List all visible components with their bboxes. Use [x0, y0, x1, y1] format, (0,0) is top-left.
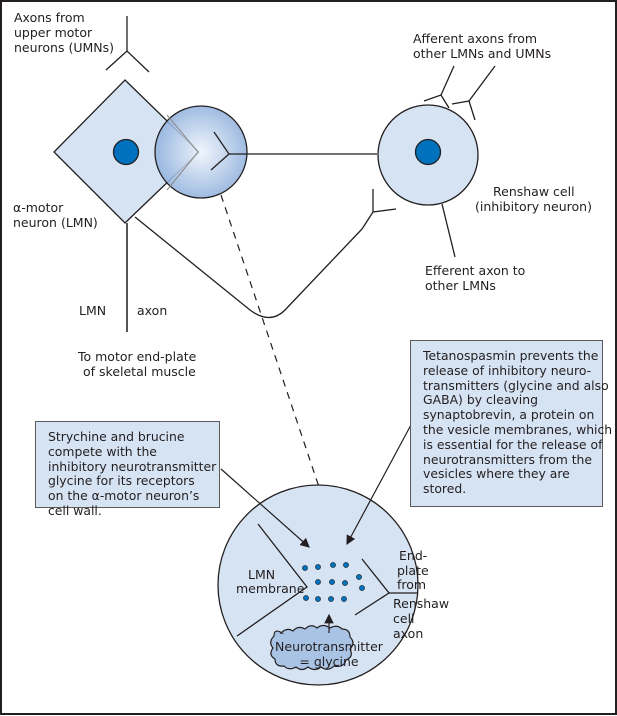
strychnine-arrow — [220, 468, 310, 548]
vesicle-dot — [343, 562, 349, 568]
vesicle-dot — [302, 565, 308, 571]
magnify-dashed-line — [220, 194, 320, 488]
vesicle-dot — [329, 579, 335, 585]
label-renshaw-cell: Renshaw cell(inhibitory neuron) — [475, 184, 592, 214]
tetanospasmin-arrow — [346, 422, 413, 546]
vesicle-dot — [342, 580, 348, 586]
vesicle-dot — [315, 564, 321, 570]
label-axon: axon — [137, 303, 167, 318]
vesicle-dot — [303, 595, 309, 601]
efferent-axon-line — [441, 203, 456, 258]
glycine-vesicles — [302, 562, 365, 602]
afferent-axon-terminals — [423, 65, 496, 121]
vesicle-dot — [315, 579, 321, 585]
vesicle-dot — [341, 596, 347, 602]
collateral-terminal — [361, 189, 397, 230]
lmn-membrane-line — [236, 523, 308, 637]
label-neurotransmitter: Neurotransmitter= glycine — [275, 639, 384, 669]
synapse-detail-circle — [217, 484, 419, 686]
vesicle-dot — [315, 596, 321, 602]
vesicle-dot — [359, 585, 365, 591]
renshaw-nucleus — [414, 138, 442, 166]
vesicle-dot — [328, 596, 334, 602]
callout-tetanospasmin: Tetanospasmin prevents the release of in… — [410, 340, 612, 507]
vesicle-dot — [330, 562, 336, 568]
vesicle-dot — [356, 574, 362, 580]
synapse-magnify-circle — [154, 105, 248, 199]
diamond-overlap-edge — [166, 114, 199, 191]
label-lmn: LMN — [79, 303, 106, 318]
renshaw-to-lmn-terminal — [210, 131, 377, 171]
callout-strychnine: Strychine and brucine compete with the i… — [35, 421, 220, 518]
umn-axon-terminal — [105, 16, 150, 73]
lmn-nucleus — [112, 138, 140, 166]
neurotransmitter-cloud — [270, 624, 354, 671]
lmn-collateral-axon — [134, 216, 363, 319]
